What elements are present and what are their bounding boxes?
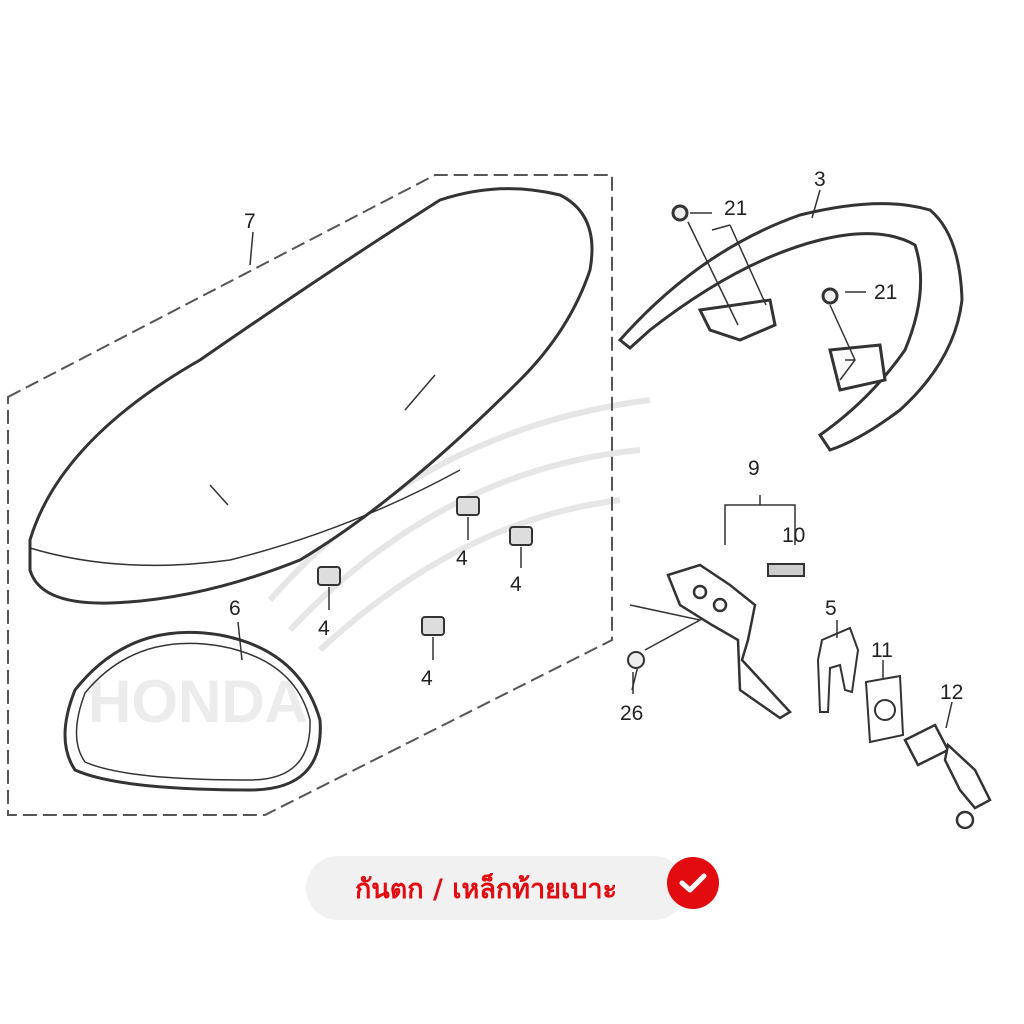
callout-21b: 21 (874, 281, 897, 304)
callout-10: 10 (782, 524, 805, 547)
callout-7: 7 (244, 210, 256, 233)
rail-leader-lines (687, 189, 866, 381)
callout-6: 6 (229, 597, 241, 620)
seat-group-box (7, 174, 613, 816)
callout-4b: 4 (510, 573, 522, 596)
callout-4a: 4 (456, 547, 468, 570)
grab-rail-part (617, 202, 964, 452)
honda-watermark (267, 397, 651, 653)
lock-set-part (903, 723, 992, 830)
callout-5: 5 (825, 597, 837, 620)
honda-watermark-text: HONDA (88, 668, 308, 735)
hook-part (816, 626, 860, 713)
callout-3: 3 (814, 168, 826, 191)
plate-part (864, 674, 905, 744)
small-part-leader-lines (632, 620, 953, 729)
spring-part (767, 563, 805, 577)
check-circle-icon (667, 857, 719, 909)
callout-11: 11 (871, 639, 893, 662)
seat-part (28, 187, 594, 605)
product-label: กันตก / เหล็กท้ายเบาะ (354, 873, 618, 905)
callout-12: 12 (940, 681, 963, 704)
callout-21a: 21 (724, 197, 747, 220)
bolt-26-part (627, 651, 645, 669)
seal-part (63, 630, 322, 792)
hinge-part (666, 563, 792, 720)
clip-parts (317, 496, 533, 636)
callout-4c: 4 (318, 617, 330, 640)
callout-4d: 4 (421, 667, 433, 690)
callout-26: 26 (620, 702, 643, 725)
callout-9: 9 (748, 457, 760, 480)
leader-lines (237, 231, 522, 661)
product-label-banner: กันตก / เหล็กท้ายเบาะ (306, 856, 686, 920)
